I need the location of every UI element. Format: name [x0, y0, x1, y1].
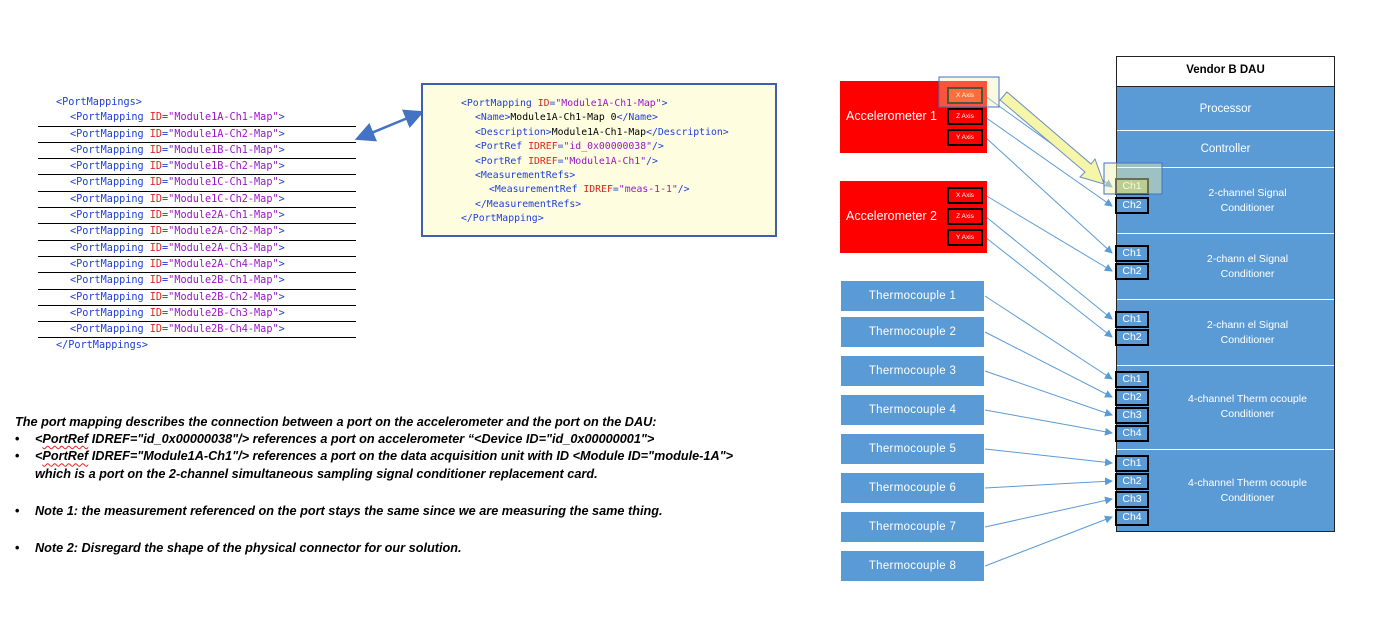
xml-close-line: </PortMappings>	[56, 340, 149, 352]
tc1-ch4-port: Ch4	[1115, 425, 1149, 442]
highlight-source-box	[938, 76, 1000, 108]
notes-note-2: Note 2: Disregard the shape of the physi…	[15, 540, 815, 557]
wire-thermo7	[984, 496, 1113, 528]
port-mapping-detail-box: <PortMapping ID="Module1A-Ch1-Map"> <Nam…	[421, 83, 777, 237]
port-mapping-row: <PortMapping ID="Module1C-Ch2-Map">	[38, 192, 356, 209]
xml-line-8: </MeasurementRefs>	[475, 198, 582, 210]
wire-thermo4	[984, 409, 1113, 436]
port-mapping-detail-xml: <PortMapping ID="Module1A-Ch1-Map"> <Nam…	[461, 97, 729, 227]
accelerometer-2-z-axis-port: Z Axis	[947, 208, 983, 225]
tc2-ch4-port: Ch4	[1115, 509, 1149, 526]
port-mapping-row: <PortMapping ID="Module2B-Ch4-Map">	[38, 322, 356, 339]
dau-controller: Controller	[1117, 131, 1334, 168]
tc2-ch2-port: Ch2	[1115, 473, 1149, 490]
wire-thermo2	[984, 331, 1113, 398]
thermocouple-1: Thermocouple 1	[841, 281, 984, 311]
xml-line-5: <PortRef IDREF="Module1A-Ch1"/>	[475, 155, 658, 167]
sc3-ch1-port: Ch1	[1115, 311, 1149, 328]
zoom-link-arrow	[354, 109, 425, 142]
sc2-ch1-port: Ch1	[1115, 245, 1149, 262]
notes-bullet-1: <PortRef IDREF="id_0x00000038"/> referen…	[15, 431, 815, 448]
port-mappings-list: <PortMappings> <PortMapping ID="Module1A…	[38, 95, 356, 354]
tc2-ch1-port: Ch1	[1115, 455, 1149, 472]
thermocouple-6: Thermocouple 6	[841, 473, 984, 503]
notes-text: The port mapping describes the connectio…	[15, 414, 815, 557]
thermocouple-3: Thermocouple 3	[841, 356, 984, 386]
dau-processor: Processor	[1117, 87, 1334, 131]
wire-accel1-y	[984, 136, 1113, 254]
wire-thermo3	[984, 370, 1113, 417]
xml-rows: <PortMapping ID="Module1A-Ch1-Map"><Port…	[38, 110, 356, 339]
accelerometer-1: Accelerometer 1 X Axis Z Axis Y Axis	[840, 81, 987, 153]
wire-thermo6	[984, 477, 1113, 489]
tc2-ch3-port: Ch3	[1115, 491, 1149, 508]
xml-line-6: <MeasurementRefs>	[475, 170, 576, 182]
port-mapping-row: <PortMapping ID="Module2A-Ch2-Map">	[38, 224, 356, 241]
xml-open-line: <PortMappings>	[56, 97, 142, 108]
wire-accel1-z	[984, 116, 1113, 207]
port-mapping-row: <PortMapping ID="Module1A-Ch1-Map">	[38, 110, 356, 127]
accelerometer-2-y-axis-port: Y Axis	[947, 229, 983, 246]
xml-line-4: <PortRef IDREF="id_0x00000038"/>	[475, 141, 664, 153]
xml-line-3: <Description>Module1A-Ch1-Map</Descripti…	[475, 126, 729, 138]
accelerometer-1-y-axis-port: Y Axis	[947, 129, 983, 146]
notes-intro: The port mapping describes the connectio…	[15, 415, 657, 429]
port-mapping-row: <PortMapping ID="Module1B-Ch2-Map">	[38, 159, 356, 176]
xml-line-2: <Name>Module1A-Ch1-Map 0</Name>	[475, 112, 658, 124]
sc2-ch2-port: Ch2	[1115, 263, 1149, 280]
port-mapping-row: <PortMapping ID="Module2A-Ch1-Map">	[38, 208, 356, 225]
highlight-arrow	[999, 91, 1105, 185]
xml-line-9: </PortMapping>	[461, 213, 544, 225]
thermocouple-4: Thermocouple 4	[841, 395, 984, 425]
wire-accel2-y	[984, 236, 1113, 338]
wire-accel2-z	[984, 215, 1113, 320]
highlight-target-box	[1103, 162, 1163, 195]
thermocouple-8: Thermocouple 8	[841, 551, 984, 581]
tc1-ch1-port: Ch1	[1115, 371, 1149, 388]
port-mapping-row: <PortMapping ID="Module2A-Ch3-Map">	[38, 241, 356, 257]
xml-line-1: <PortMapping ID="Module1A-Ch1-Map">	[461, 98, 668, 109]
thermocouple-5: Thermocouple 5	[841, 434, 984, 464]
xml-line-7: <MeasurementRef IDREF="meas-1-1"/>	[489, 184, 690, 196]
wire-thermo8	[984, 515, 1113, 567]
thermocouple-2: Thermocouple 2	[841, 317, 984, 347]
accelerometer-1-x-axis-port: X Axis	[947, 87, 983, 104]
accelerometer-2-label: Accelerometer 2	[846, 209, 938, 223]
wire-thermo5	[984, 448, 1113, 467]
notes-bullet-2: <PortRef IDREF="Module1A-Ch1"/> referenc…	[15, 448, 815, 482]
tc1-ch2-port: Ch2	[1115, 389, 1149, 406]
accelerometer-1-label: Accelerometer 1	[846, 109, 938, 123]
accelerometer-1-z-axis-port: Z Axis	[947, 108, 983, 125]
vendor-b-dau: Vendor B DAU Processor Controller 2-chan…	[1116, 56, 1335, 532]
notes-note-1: Note 1: the measurement referenced on th…	[15, 503, 815, 520]
dau-title: Vendor B DAU	[1117, 57, 1334, 87]
port-mapping-row: <PortMapping ID="Module1A-Ch2-Map">	[38, 127, 356, 143]
thermocouple-7: Thermocouple 7	[841, 512, 984, 542]
port-mapping-row: <PortMapping ID="Module1B-Ch1-Map">	[38, 143, 356, 160]
port-mapping-row: <PortMapping ID="Module2B-Ch2-Map">	[38, 290, 356, 306]
port-mapping-row: <PortMapping ID="Module2B-Ch3-Map">	[38, 306, 356, 323]
tc1-ch3-port: Ch3	[1115, 407, 1149, 424]
port-mapping-row: <PortMapping ID="Module2A-Ch4-Map">	[38, 257, 356, 274]
accelerometer-2: Accelerometer 2 X Axis Z Axis Y Axis	[840, 181, 987, 253]
wire-accel2-x	[984, 194, 1113, 272]
accelerometer-2-x-axis-port: X Axis	[947, 187, 983, 204]
sc1-ch2-port: Ch2	[1115, 197, 1149, 214]
port-mapping-row: <PortMapping ID="Module2B-Ch1-Map">	[38, 273, 356, 290]
sc3-ch2-port: Ch2	[1115, 329, 1149, 346]
wire-thermo1	[984, 295, 1113, 380]
port-mapping-row: <PortMapping ID="Module1C-Ch1-Map">	[38, 175, 356, 192]
